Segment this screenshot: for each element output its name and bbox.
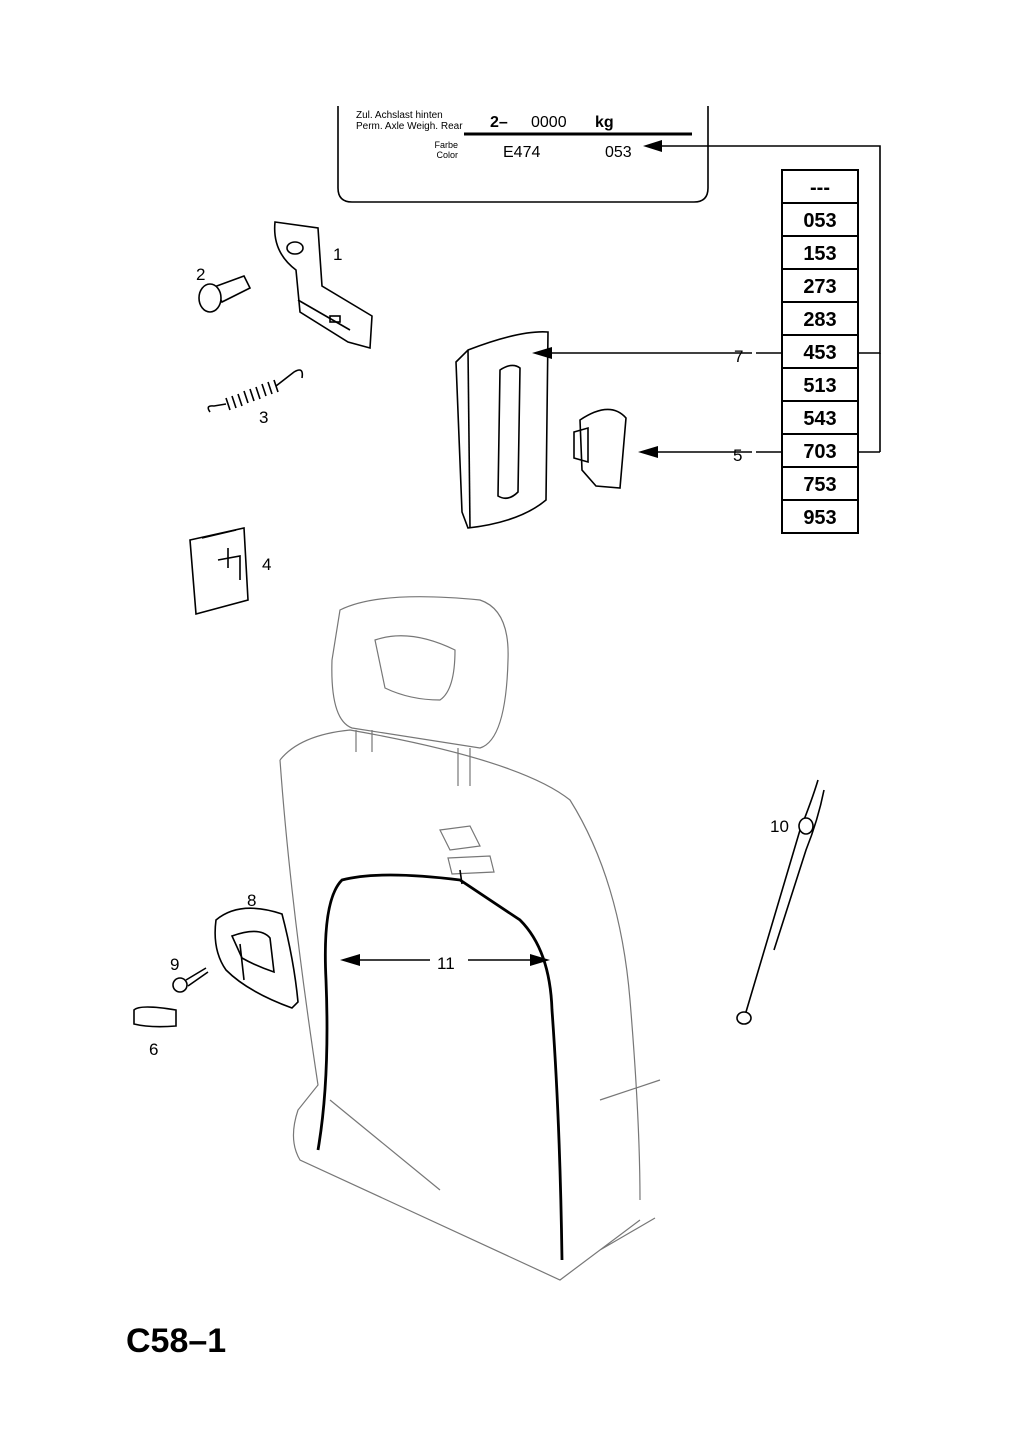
arrow-11-left (340, 954, 360, 966)
color-label-en: Color (436, 150, 458, 160)
part-4-clip (189, 527, 249, 616)
arrow-5 (638, 446, 658, 458)
part-5-cap (573, 408, 627, 489)
color-code-cell: 513 (803, 375, 836, 397)
callout-2: 2 (196, 265, 205, 284)
color-code-cell: 453 (803, 342, 836, 364)
axle-load-unit: kg (595, 114, 614, 131)
axle-load-label-de: Zul. Achslast hinten (356, 110, 443, 121)
color-code-cell: 273 (803, 276, 836, 298)
arrow-7 (532, 347, 552, 359)
part-6-plug (133, 1006, 177, 1028)
color-code-cell: 153 (803, 243, 836, 265)
color-code-cell: 753 (803, 474, 836, 496)
color-number: 053 (605, 144, 632, 161)
part-11-cable (316, 869, 564, 1261)
color-code-cell: 953 (803, 507, 836, 529)
color-code-cell: 543 (803, 408, 836, 430)
part-3-spring (207, 369, 304, 413)
callout-5: 5 (733, 446, 742, 465)
callout-7: 7 (734, 347, 743, 366)
vehicle-label-plate: Zul. Achslast hinten Perm. Axle Weigh. R… (337, 106, 709, 203)
page-code: C58–1 (126, 1322, 226, 1360)
color-code-cell: --- (810, 177, 830, 199)
part-9-screw (172, 967, 209, 993)
callout-9: 9 (170, 955, 179, 974)
axle-load-label-en: Perm. Axle Weigh. Rear (356, 121, 463, 132)
callout-8: 8 (247, 891, 256, 910)
seat-backrest (279, 596, 661, 1281)
callout-4: 4 (262, 555, 271, 574)
part-8-bezel (214, 907, 299, 1009)
arrow-11-right (530, 954, 550, 966)
color-label-de: Farbe (434, 140, 458, 150)
color-code-cell: 703 (803, 441, 836, 463)
color-code: E474 (503, 144, 540, 161)
callout-10: 10 (770, 817, 789, 836)
part-2-pin (198, 275, 252, 313)
callout-6: 6 (149, 1040, 158, 1059)
axle-load-value: 0000 (531, 114, 567, 131)
axle-load-prefix: 2– (490, 114, 508, 131)
part-1-bracket (273, 221, 373, 350)
part-10-cable (736, 779, 825, 1025)
part-7-cover (455, 331, 549, 529)
color-code-cell: 053 (803, 210, 836, 232)
callout-11: 11 (437, 954, 455, 973)
color-reference-connector (643, 140, 881, 453)
color-code-cell: 283 (803, 309, 836, 331)
callout-3: 3 (259, 408, 268, 427)
callout-1: 1 (333, 245, 342, 264)
color-code-table: --- 053 153 273 283 453 513 543 703 753 … (781, 169, 859, 534)
